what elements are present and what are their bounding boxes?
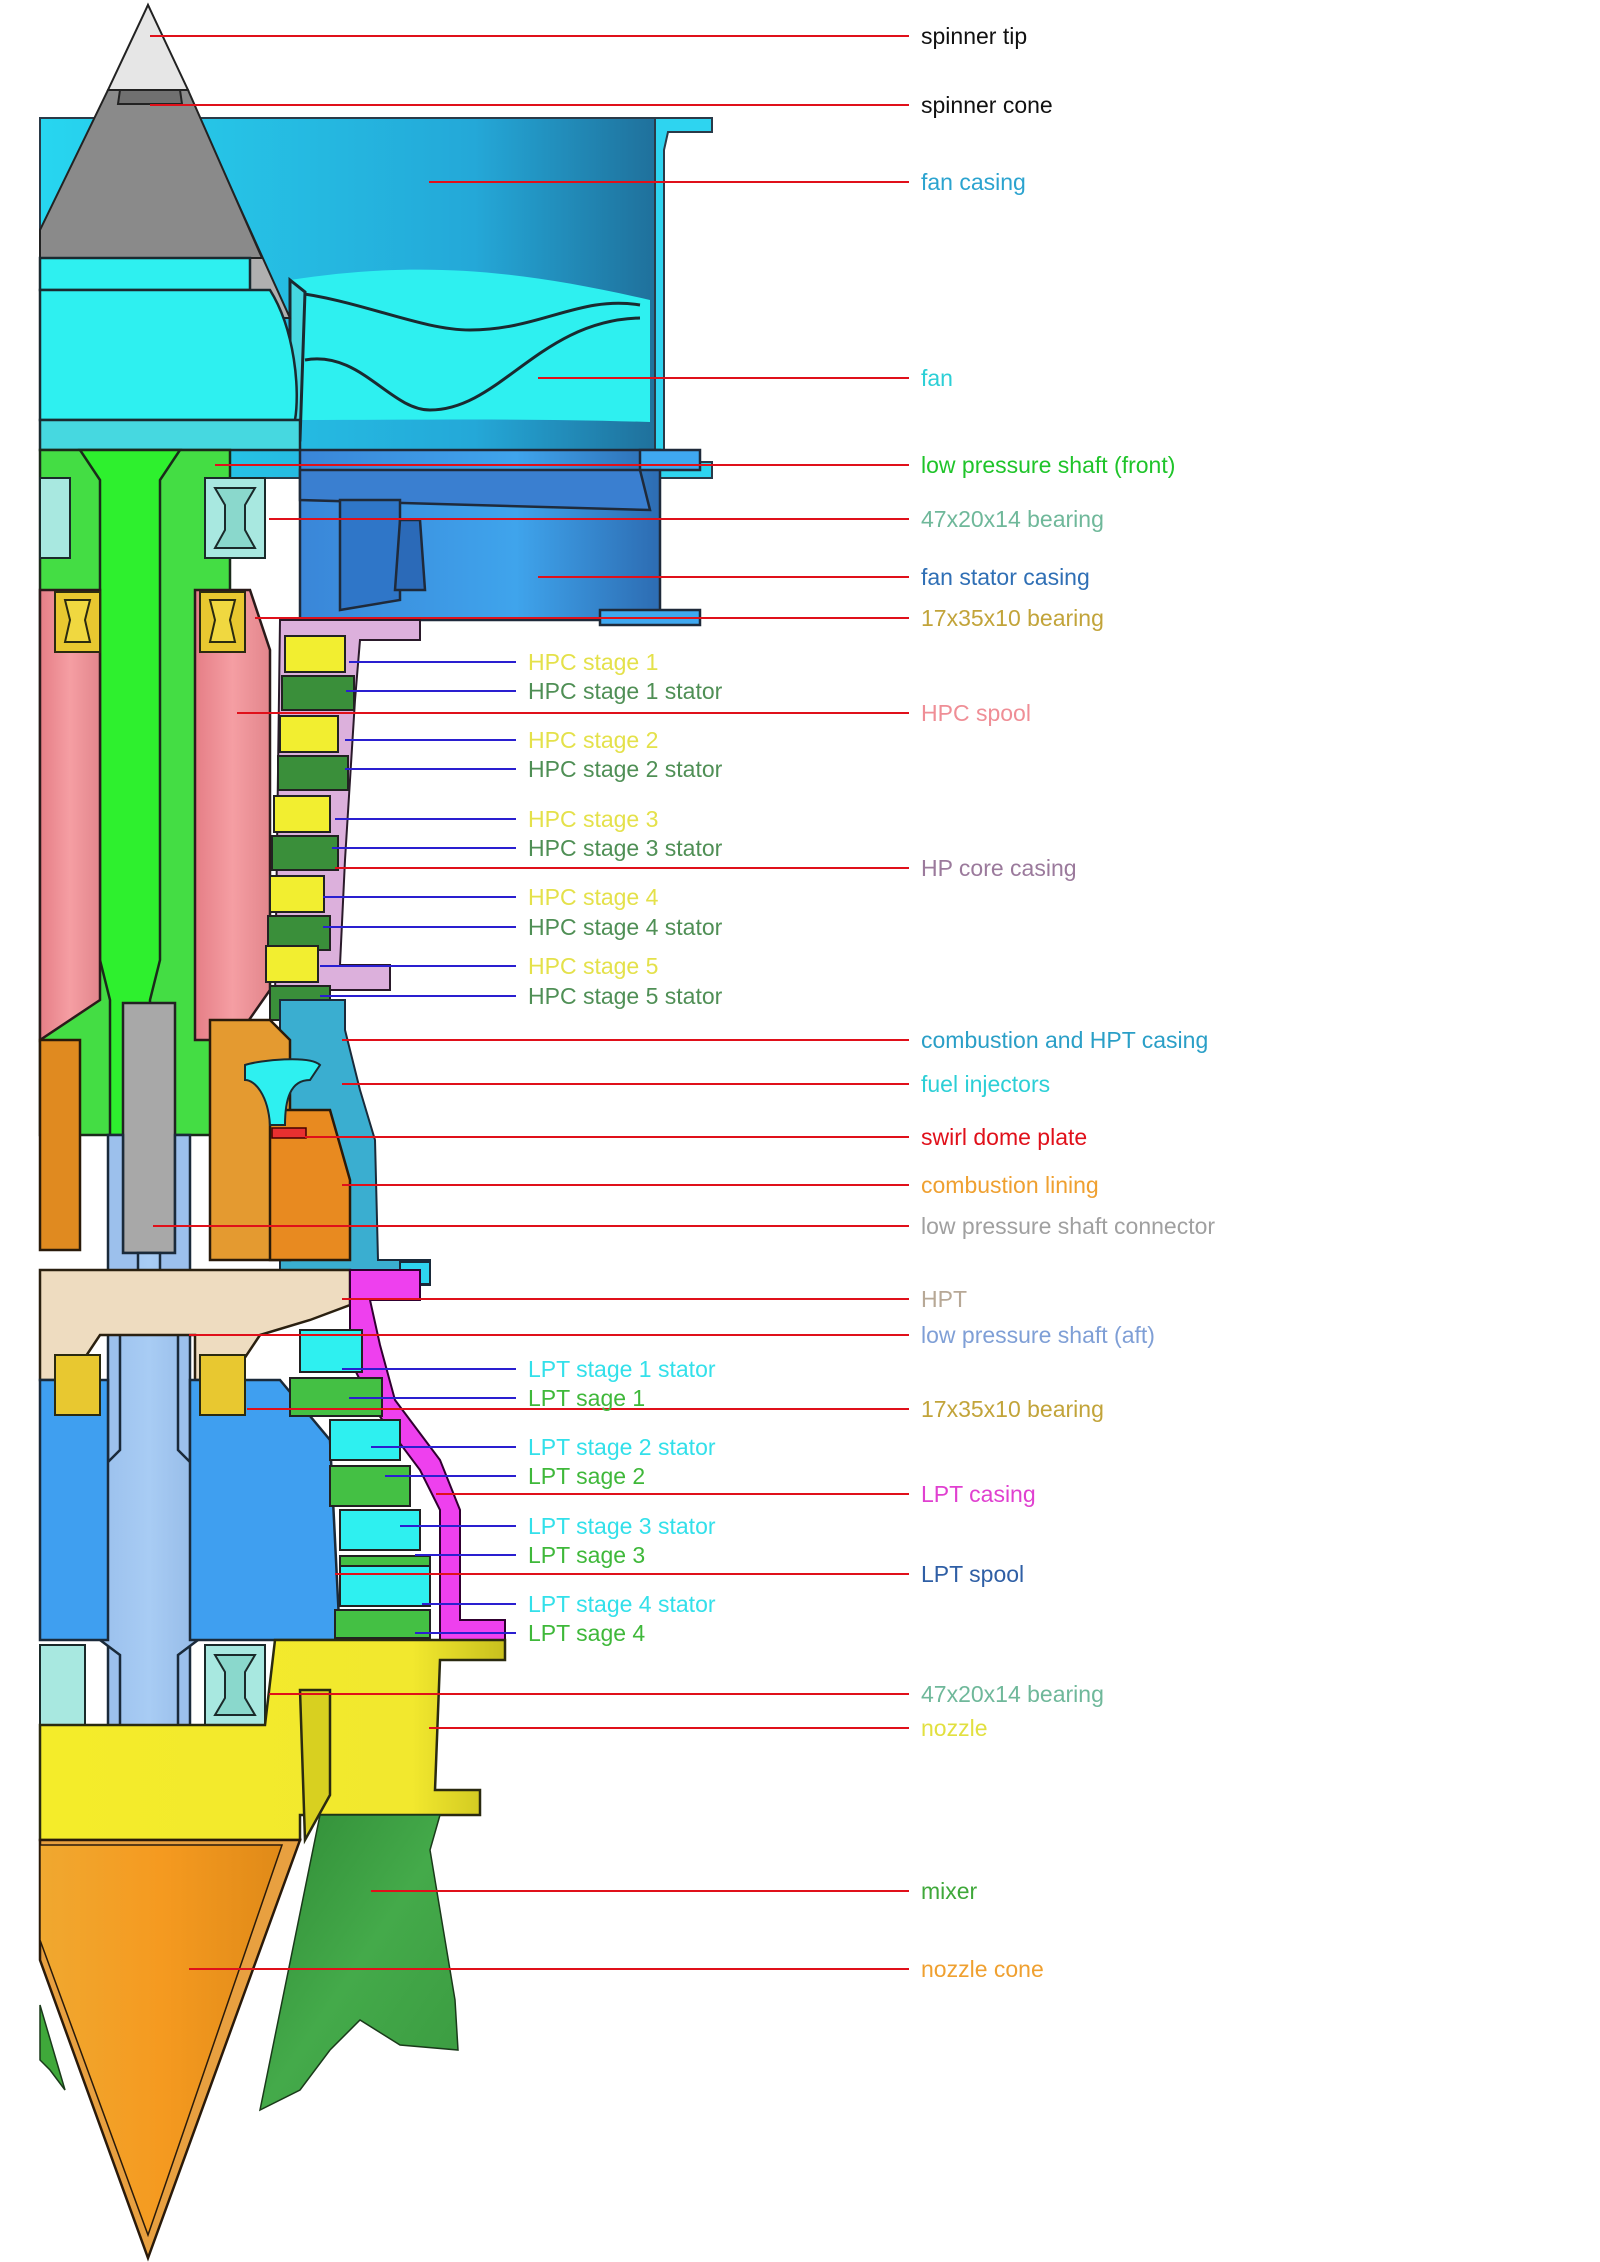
label-hpc5: HPC stage 5 [528, 953, 659, 979]
label-hpc3: HPC stage 3 [528, 806, 659, 832]
label-fuel-injectors: fuel injectors [921, 1071, 1051, 1097]
mixer [258, 1814, 459, 2112]
label-nozzle-cone: nozzle cone [921, 1956, 1044, 1982]
label-bearing-17-aft: 17x35x10 bearing [921, 1396, 1104, 1422]
label-fan-stator-casing: fan stator casing [921, 564, 1090, 590]
swirl-dome-plate [271, 1127, 307, 1139]
nozzle-cone [38, 1838, 302, 2262]
label-hp-core-casing: HP core casing [921, 855, 1077, 881]
label-hpc2s: HPC stage 2 stator [528, 756, 723, 782]
label-lpt-casing: LPT casing [921, 1481, 1036, 1507]
fan [288, 269, 650, 442]
label-swirl-dome-plate: swirl dome plate [921, 1124, 1088, 1150]
label-hpc-spool: HPC spool [921, 700, 1031, 726]
label-bearing-17-front: 17x35x10 bearing [921, 605, 1104, 631]
label-hpc1s: HPC stage 1 stator [528, 678, 723, 704]
label-lpt4s: LPT stage 4 stator [528, 1591, 716, 1617]
label-lpt2: LPT sage 2 [528, 1463, 646, 1489]
label-hpc4s: HPC stage 4 stator [528, 914, 723, 940]
label-spinner-tip: spinner tip [921, 23, 1028, 49]
label-lp-shaft-front: low pressure shaft (front) [921, 452, 1176, 478]
lpt-spool [38, 1378, 342, 1642]
label-hpc1: HPC stage 1 [528, 649, 659, 675]
fuel-injectors [244, 1058, 322, 1126]
bearing-17-aft [54, 1354, 246, 1416]
nozzle [38, 1638, 507, 1845]
label-lpt-spool: LPT spool [921, 1561, 1025, 1587]
label-fan-casing: fan casing [921, 169, 1026, 195]
label-bearing-47-front: 47x20x14 bearing [921, 506, 1104, 532]
bearing-47-front [39, 477, 266, 559]
label-hpc5s: HPC stage 5 stator [528, 983, 723, 1009]
label-combustion-lining: combustion lining [921, 1172, 1099, 1198]
label-hpc3s: HPC stage 3 stator [528, 835, 723, 861]
spinner [39, 2, 292, 319]
label-spinner-cone: spinner cone [921, 92, 1053, 118]
label-bearing-47-aft: 47x20x14 bearing [921, 1681, 1104, 1707]
label-hpc4: HPC stage 4 [528, 884, 659, 910]
spinner-tip [106, 2, 190, 91]
label-hpc2: HPC stage 2 [528, 727, 659, 753]
label-lp-shaft-aft: low pressure shaft (aft) [921, 1322, 1155, 1348]
label-hpt: HPT [921, 1286, 967, 1312]
fan-stator-casing [298, 448, 702, 627]
fan-hub [38, 256, 302, 452]
label-lpt3: LPT sage 3 [528, 1542, 646, 1568]
label-lpt1s: LPT stage 1 stator [528, 1356, 716, 1382]
bearing-17-front [54, 591, 246, 653]
mixer-left-fragment [39, 2004, 66, 2091]
label-lpt2s: LPT stage 2 stator [528, 1434, 716, 1460]
label-mixer: mixer [921, 1878, 978, 1904]
label-lpt3s: LPT stage 3 stator [528, 1513, 716, 1539]
lp-shaft-connector [121, 1001, 177, 1255]
label-combustion-hpt-casing: combustion and HPT casing [921, 1027, 1209, 1053]
label-nozzle: nozzle [921, 1715, 988, 1741]
label-lpt4: LPT sage 4 [528, 1620, 646, 1646]
label-fan: fan [921, 365, 953, 391]
label-lp-shaft-connector: low pressure shaft connector [921, 1213, 1216, 1239]
label-lpt1: LPT sage 1 [528, 1385, 646, 1411]
